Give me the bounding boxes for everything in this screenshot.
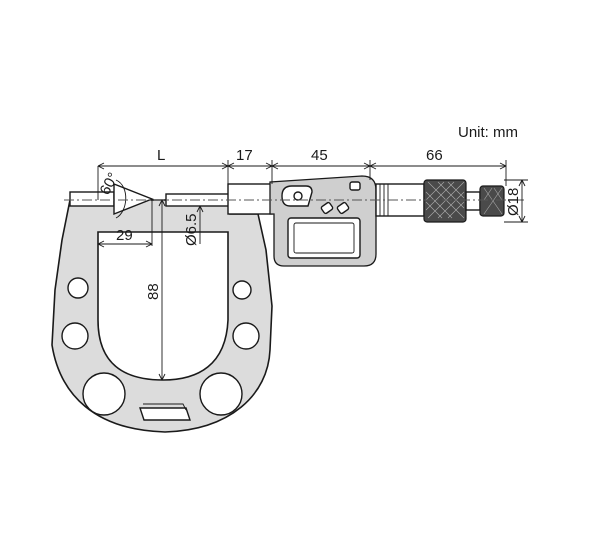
dim-label-88: 88 — [145, 283, 162, 300]
frame-nameplate — [139, 407, 191, 421]
frame-hole-left-large — [82, 372, 126, 416]
frame-nameplate-inner — [143, 403, 187, 411]
dim-label-66: 66 — [426, 147, 443, 164]
angle-arc — [115, 179, 127, 219]
dim-label-dia65: Ø6.5 — [183, 213, 200, 246]
button-2 — [336, 201, 350, 215]
clamp-pin — [293, 191, 303, 201]
frame-hole-left-mid — [61, 322, 89, 350]
frame-hole-right-small — [232, 280, 252, 300]
frame-hole-right-mid — [232, 322, 260, 350]
lcd-inner — [293, 222, 355, 254]
dim-label-29: 29 — [116, 227, 133, 244]
dim-label-17: 17 — [236, 147, 253, 164]
lcd-display — [287, 217, 361, 259]
frame-hole-right-large — [199, 372, 243, 416]
spindle-sleeve — [227, 183, 273, 215]
ratchet-knurl — [483, 187, 503, 215]
button-3 — [349, 181, 361, 191]
cone-tip — [113, 182, 154, 216]
unit-label: Unit: mm — [458, 124, 518, 141]
ratchet-neck — [465, 191, 481, 211]
dim-label-45: 45 — [311, 147, 328, 164]
dim-label-dia18: Ø18 — [505, 188, 522, 216]
button-1 — [320, 201, 334, 215]
frame-hole-left-small — [67, 277, 89, 299]
dim-label-L: L — [157, 147, 165, 164]
